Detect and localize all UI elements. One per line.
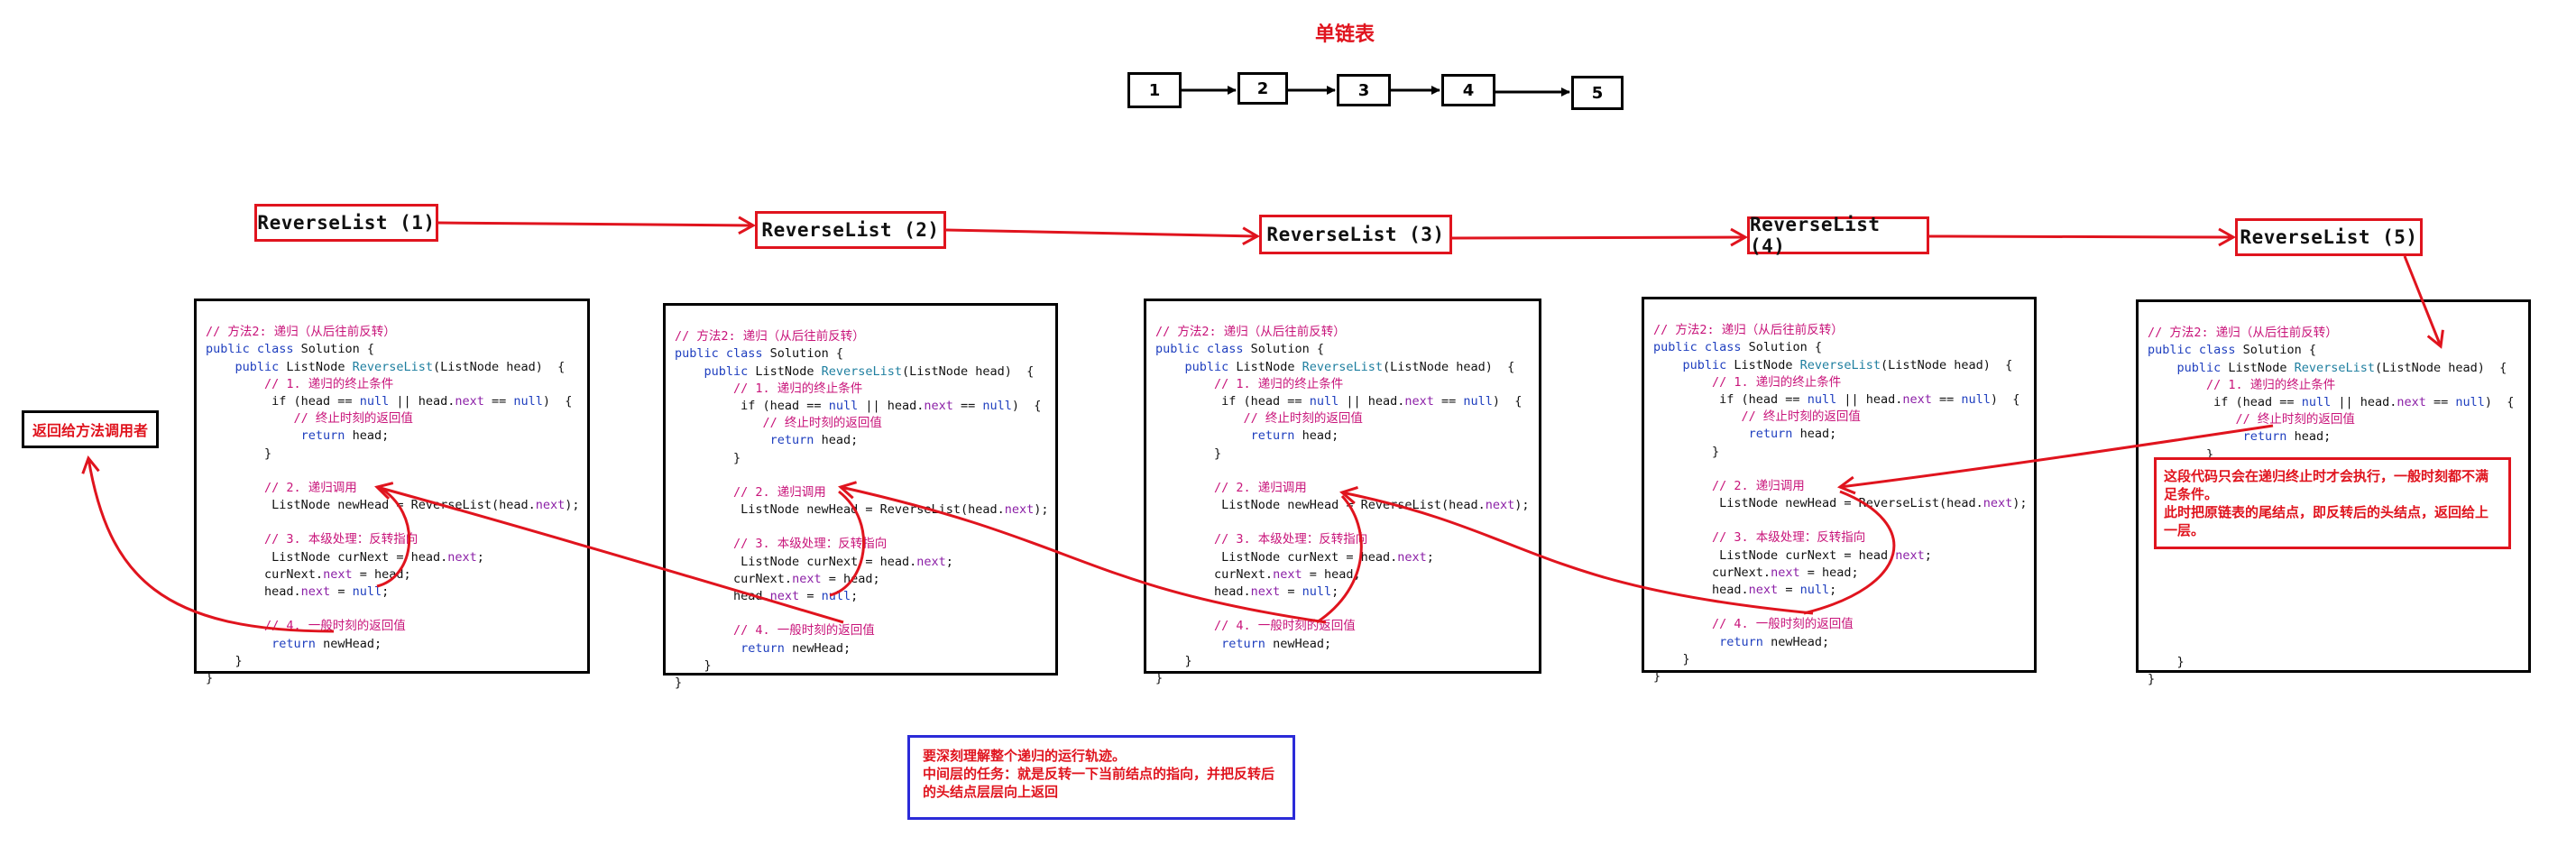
call-arrow-2-3: [945, 226, 1261, 245]
call-box-4: ReverseList (4): [1747, 214, 1929, 257]
return-arrow-2-to-1: [374, 482, 844, 624]
call-label: ReverseList (5): [2240, 226, 2418, 248]
terminal-note: 这段代码只会在递归终止时才会执行，一般时刻都不满足条件。 此时把原链表的尾结点，…: [2154, 457, 2511, 549]
loop-mark-4: [1803, 490, 1896, 615]
call-arrow-3-4: [1451, 227, 1749, 247]
list-node-label: 5: [1591, 83, 1604, 103]
list-node-label: 4: [1462, 80, 1475, 100]
call-label: ReverseList (4): [1750, 214, 1881, 257]
call-box-2: ReverseList (2): [755, 211, 946, 249]
return-arrow-4-to-3: [1339, 486, 1814, 615]
list-node-5: 5: [1571, 76, 1624, 110]
return-arrow-3-to-2: [838, 481, 1327, 624]
call-box-1: ReverseList (1): [254, 204, 438, 242]
list-node-2: 2: [1237, 72, 1288, 105]
list-node-3: 3: [1337, 74, 1391, 106]
loop-mark-2: [829, 490, 866, 597]
loop-mark-1: [376, 485, 410, 588]
loop-mark-3: [1316, 494, 1363, 624]
code-panel-2: // 方法2: 递归（从后往前反转）public class Solution …: [663, 303, 1058, 690]
list-node-1: 1: [1127, 72, 1182, 108]
list-node-label: 1: [1148, 80, 1161, 100]
call-arrow-4-5: [1928, 227, 2237, 247]
list-node-label: 3: [1357, 80, 1370, 100]
return-to-caller-label: 返回给方法调用者: [32, 422, 148, 439]
list-node-label: 2: [1256, 78, 1269, 98]
return-to-caller-box: 返回给方法调用者: [22, 410, 159, 448]
list-node-4: 4: [1441, 74, 1495, 106]
call-label: ReverseList (1): [257, 212, 436, 234]
call-arrow-5-code: [2403, 255, 2444, 349]
code-panel-3: // 方法2: 递归（从后往前反转）public class Solution …: [1144, 299, 1541, 685]
call-box-5: ReverseList (5): [2235, 218, 2423, 256]
summary-note: 要深刻理解整个递归的运行轨迹。 中间层的任务：就是反转一下当前结点的指向，并把反…: [907, 735, 1295, 820]
call-label: ReverseList (3): [1266, 224, 1445, 245]
call-arrow-1-2: [437, 216, 757, 235]
return-arrow-5-to-4: [1836, 424, 2274, 495]
code-panel-1: // 方法2: 递归（从后往前反转）public class Solution …: [194, 299, 590, 685]
call-box-3: ReverseList (3): [1259, 215, 1452, 254]
return-arrow-1-to-caller: [81, 455, 335, 633]
call-label: ReverseList (2): [761, 219, 940, 241]
diagram-title: 单链表: [1315, 23, 1375, 46]
